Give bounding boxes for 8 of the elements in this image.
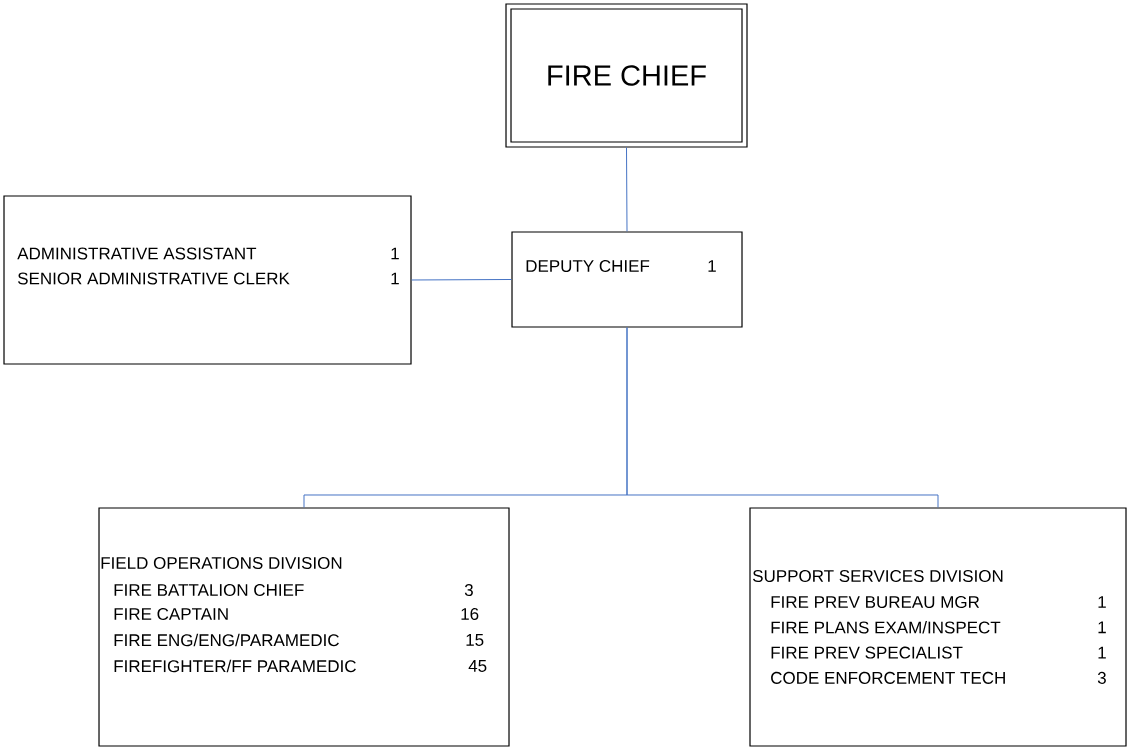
- position-box: ADMINISTRATIVE ASSISTANT 1 SENIOR ADMINISTRATIVE CLERK 1: [3, 195, 412, 365]
- connector-line: [626, 327, 939, 508]
- title-box: FIRE CHIEF: [505, 3, 748, 148]
- position-box: DEPUTY CHIEF 1: [511, 231, 743, 328]
- position-box: SUPPORT SERVICES DIVISION FIRE PREV BUREAU MGR 1 FIRE PLANS EXAM/INSPECT 1 FIRE PREV SPECIALIST 1 CODE ENFORCEMENT TECH 3: [749, 507, 1127, 747]
- connector-line: [411, 279, 512, 281]
- position-box: FIELD OPERATIONS DIVISION FIRE BATTALION CHIEF 3 FIRE CAPTAIN 16 FIRE ENG/ENG/PARAMEDIC 15 FIREFIGHTER/FF PARAMEDIC 45: [98, 507, 510, 747]
- connector-line: [626, 147, 628, 232]
